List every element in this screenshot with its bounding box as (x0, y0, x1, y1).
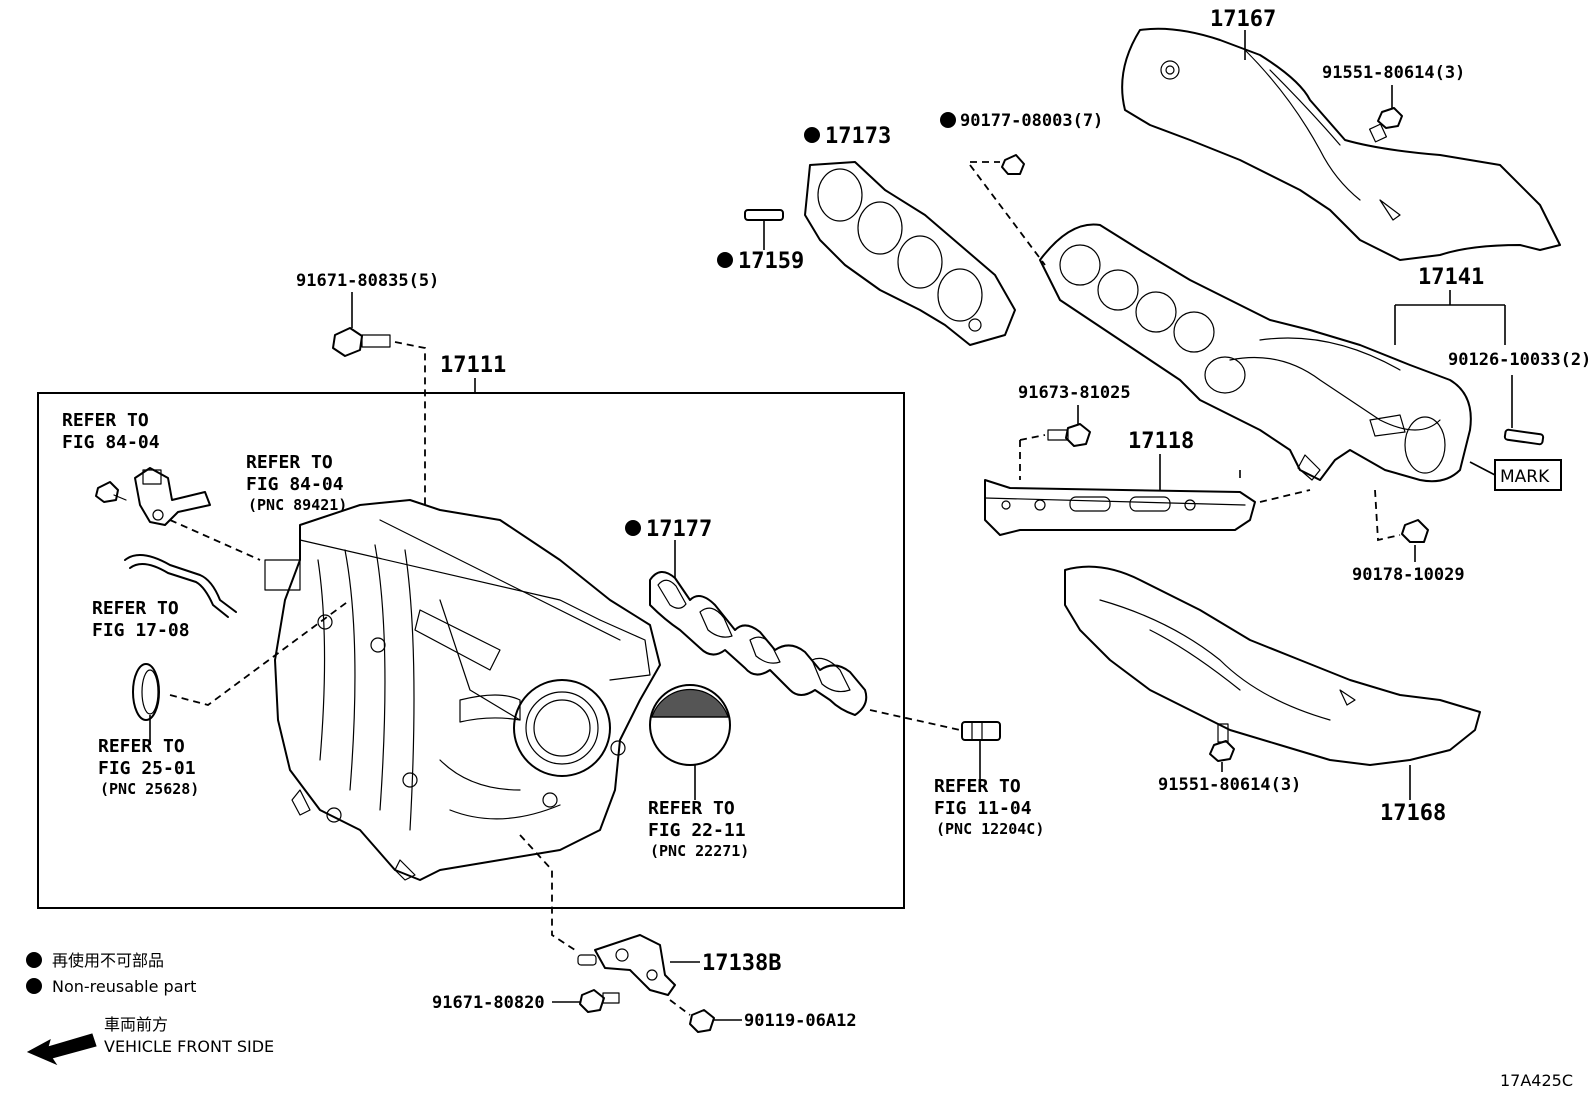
non-reusable-marker (717, 252, 733, 268)
mark-box (1494, 459, 1562, 491)
part-label-91551-top[interactable]: 91551-80614(3) (1322, 63, 1465, 83)
part-label-90119[interactable]: 90119-06A12 (744, 1011, 857, 1031)
bolt-91551-80614-top[interactable] (1369, 107, 1403, 143)
diagram-code: 17A425C (1500, 1071, 1573, 1090)
part-label-17118[interactable]: 17118 (1128, 429, 1194, 454)
bolt-91551-80614-bottom[interactable] (1209, 723, 1235, 762)
non-reusable-marker (625, 520, 641, 536)
refer-pnc: (PNC 12204C) (936, 820, 1044, 838)
refer-fig[interactable]: FIG 84-04 (246, 474, 344, 495)
bracket-17118[interactable] (984, 479, 1256, 536)
stud-17159[interactable] (744, 209, 784, 221)
refer-label[interactable]: REFER TO (98, 736, 185, 757)
o-ring-seal[interactable] (132, 663, 160, 721)
refer-pnc: (PNC 89421) (248, 496, 347, 514)
legend-bullet (26, 952, 42, 968)
nut-90177-08003[interactable] (1001, 154, 1025, 175)
intake-manifold-assembly-box (37, 392, 905, 909)
bracket-17138B[interactable] (577, 934, 676, 996)
part-label-17168[interactable]: 17168 (1380, 801, 1446, 826)
part-label-91671-80835[interactable]: 91671-80835(5) (296, 271, 439, 291)
spark-plug-tube[interactable] (961, 721, 1001, 741)
refer-fig[interactable]: FIG 11-04 (934, 798, 1032, 819)
part-label-17167[interactable]: 17167 (1210, 7, 1276, 32)
legend-non-reusable-jp: 再使用不可部品 (52, 951, 164, 970)
refer-label[interactable]: REFER TO (246, 452, 333, 473)
part-label-91673[interactable]: 91673-81025 (1018, 383, 1131, 403)
part-label-17159[interactable]: 17159 (738, 249, 804, 274)
front-label-en: VEHICLE FRONT SIDE (104, 1037, 274, 1056)
part-label-17173[interactable]: 17173 (825, 124, 891, 149)
part-label-17138B[interactable]: 17138B (702, 951, 781, 976)
refer-fig[interactable]: FIG 84-04 (62, 432, 160, 453)
part-label-91551-bottom[interactable]: 91551-80614(3) (1158, 775, 1301, 795)
bolt-small[interactable] (95, 481, 127, 503)
refer-fig[interactable]: FIG 25-01 (98, 758, 196, 779)
throttle-gasket[interactable] (649, 684, 731, 766)
heat-insulator-17167[interactable] (1121, 27, 1561, 261)
refer-fig[interactable]: FIG 17-08 (92, 620, 190, 641)
part-label-90177[interactable]: 90177-08003(7) (960, 111, 1103, 131)
part-label-17141[interactable]: 17141 (1418, 265, 1484, 290)
bolt-91671-80835[interactable] (332, 327, 391, 357)
bolt-91673-81025[interactable] (1047, 423, 1091, 447)
refer-label[interactable]: REFER TO (648, 798, 735, 819)
refer-label[interactable]: REFER TO (934, 776, 1021, 797)
legend-bullet (26, 978, 42, 994)
bolt-90119-06A12[interactable] (689, 1009, 715, 1033)
exhaust-gasket-17173[interactable] (804, 161, 1016, 346)
refer-label[interactable]: REFER TO (92, 598, 179, 619)
exhaust-manifold-17141[interactable] (1039, 223, 1472, 483)
hose[interactable] (124, 554, 237, 618)
sensor-assembly[interactable] (134, 467, 211, 526)
stud-90126-10033[interactable] (1503, 428, 1545, 446)
part-label-17177[interactable]: 17177 (646, 517, 712, 542)
part-label-91671-80820[interactable]: 91671-80820 (432, 993, 545, 1013)
part-label-90126[interactable]: 90126-10033(2) (1448, 350, 1591, 370)
front-arrow-icon (26, 1033, 97, 1066)
nut-90178-10029[interactable] (1401, 519, 1429, 543)
refer-pnc: (PNC 22271) (650, 842, 749, 860)
front-label-jp: 車両前方 (104, 1015, 168, 1034)
refer-pnc: (PNC 25628) (100, 780, 199, 798)
manifold-gasket-17177[interactable] (649, 571, 868, 716)
non-reusable-marker (804, 127, 820, 143)
part-label-90178[interactable]: 90178-10029 (1352, 565, 1465, 585)
heat-insulator-17168[interactable] (1064, 565, 1481, 766)
mark-label: MARK (1500, 467, 1550, 487)
refer-fig[interactable]: FIG 22-11 (648, 820, 746, 841)
legend-non-reusable-en: Non-reusable part (52, 977, 196, 996)
intake-manifold[interactable] (264, 499, 661, 881)
non-reusable-marker (940, 112, 956, 128)
bolt-91671-80820[interactable] (579, 989, 620, 1013)
part-label-17111[interactable]: 17111 (440, 353, 506, 378)
refer-label[interactable]: REFER TO (62, 410, 149, 431)
